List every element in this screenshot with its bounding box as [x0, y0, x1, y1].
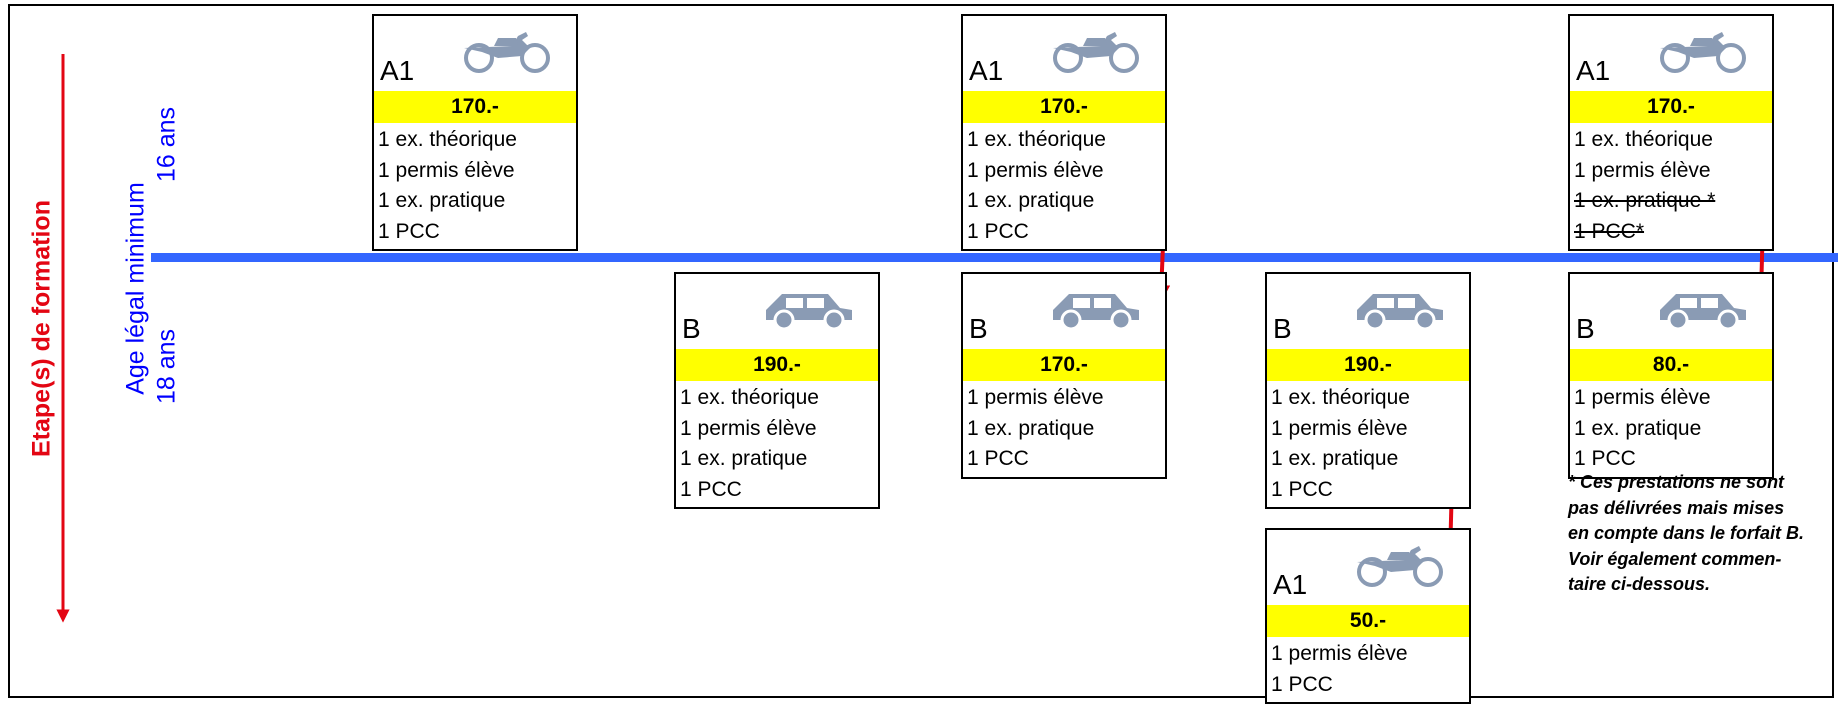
service-list: 1 ex. théorique 1 permis élève 1 ex. prati… — [963, 123, 1165, 249]
car-icon — [1049, 286, 1143, 337]
service-item: 1 ex. pratique — [1574, 416, 1702, 440]
car-icon — [1656, 286, 1750, 337]
service-item: 1 ex. pratique — [680, 447, 808, 470]
service-item: 1 permis élève — [967, 386, 1104, 409]
service-item: 1 ex. pratique — [378, 189, 506, 212]
service-item: 1 PCC — [967, 447, 1029, 470]
license-category: A1 — [380, 55, 415, 86]
license-category: A1 — [969, 55, 1004, 86]
service-item: 1 permis élève — [1271, 642, 1408, 665]
service-item: 1 PCC — [967, 219, 1029, 243]
diagram-frame — [8, 4, 1834, 698]
card-header: B — [676, 274, 878, 349]
license-category: B — [1273, 313, 1292, 344]
car-icon — [762, 286, 856, 337]
license-category: A1 — [1576, 55, 1611, 86]
service-item: 1 ex. pratique — [967, 189, 1095, 212]
service-item: 1 ex. pratique — [1271, 447, 1399, 470]
card-b-col4: B 80.- 1 permis élève 1 ex. pratique 1 PCC — [1568, 272, 1774, 479]
price-band: 170.- — [374, 91, 576, 123]
service-item: 1 ex. théorique — [1574, 128, 1713, 151]
service-list: 1 ex. théorique 1 permis élève 1 ex. prati… — [1570, 123, 1772, 249]
service-item: 1 ex. théorique — [1271, 386, 1410, 409]
service-item: 1 PCC — [1574, 447, 1636, 470]
service-item: 1 permis élève — [1271, 416, 1408, 440]
license-category: A1 — [1273, 569, 1308, 600]
motorcycle-icon — [1656, 28, 1750, 79]
price-band: 190.- — [676, 349, 878, 381]
service-list: 1 ex. théorique 1 permis élève 1 ex. prati… — [1267, 381, 1469, 507]
card-header: B — [1570, 274, 1772, 349]
price-band: 170.- — [963, 349, 1165, 381]
license-category: B — [969, 313, 988, 344]
service-item: 1 permis élève — [378, 158, 515, 182]
motorcycle-icon — [460, 28, 554, 79]
service-item: 1 ex. théorique — [967, 128, 1106, 151]
price-band: 50.- — [1267, 605, 1469, 637]
age-timeline — [151, 253, 1838, 262]
service-item: 1 PCC — [680, 477, 742, 501]
price-band: 170.- — [1570, 91, 1772, 123]
service-list: 1 permis élève 1 ex. pratique 1 PCC — [1570, 381, 1772, 477]
service-list: 1 ex. théorique 1 permis élève 1 ex. prati… — [374, 123, 576, 249]
service-item: 1 PCC — [378, 219, 440, 243]
card-header: B — [1267, 274, 1469, 349]
card-header: A1 — [1267, 530, 1469, 605]
footnote: * Ces prestations ne sont pas délivrées … — [1568, 472, 1805, 594]
service-item: 1 ex. théorique — [680, 386, 819, 409]
card-header: A1 — [374, 16, 576, 91]
card-header: A1 — [963, 16, 1165, 91]
service-item: 1 ex. théorique — [378, 128, 517, 151]
card-b-col2: B 170.- 1 permis élève 1 ex. pratique 1 PCC — [961, 272, 1167, 479]
service-item: 1 ex. pratique * — [1574, 189, 1716, 212]
service-item: 1 PCC* — [1574, 219, 1645, 243]
service-list: 1 ex. théorique 1 permis élève 1 ex. prati… — [676, 381, 878, 507]
license-category: B — [1576, 313, 1595, 344]
service-item: 1 permis élève — [1574, 386, 1711, 409]
motorcycle-icon — [1049, 28, 1143, 79]
service-item: 1 permis élève — [1574, 158, 1711, 182]
card-header: B — [963, 274, 1165, 349]
service-item: 1 permis élève — [680, 416, 817, 440]
service-item: 1 PCC — [1271, 477, 1333, 501]
card-a1-col3: A1 50.- 1 permis élève 1 PCC — [1265, 528, 1471, 704]
price-band: 170.- — [963, 91, 1165, 123]
car-icon — [1353, 286, 1447, 337]
service-list: 1 permis élève 1 PCC — [1267, 637, 1469, 702]
motorcycle-icon — [1353, 542, 1447, 593]
price-band: 190.- — [1267, 349, 1469, 381]
service-item: 1 permis élève — [967, 158, 1104, 182]
service-list: 1 permis élève 1 ex. pratique 1 PCC — [963, 381, 1165, 477]
service-item: 1 PCC — [1271, 672, 1333, 696]
price-band: 80.- — [1570, 349, 1772, 381]
license-category: B — [682, 313, 701, 344]
service-item: 1 ex. pratique — [967, 416, 1095, 440]
card-header: A1 — [1570, 16, 1772, 91]
